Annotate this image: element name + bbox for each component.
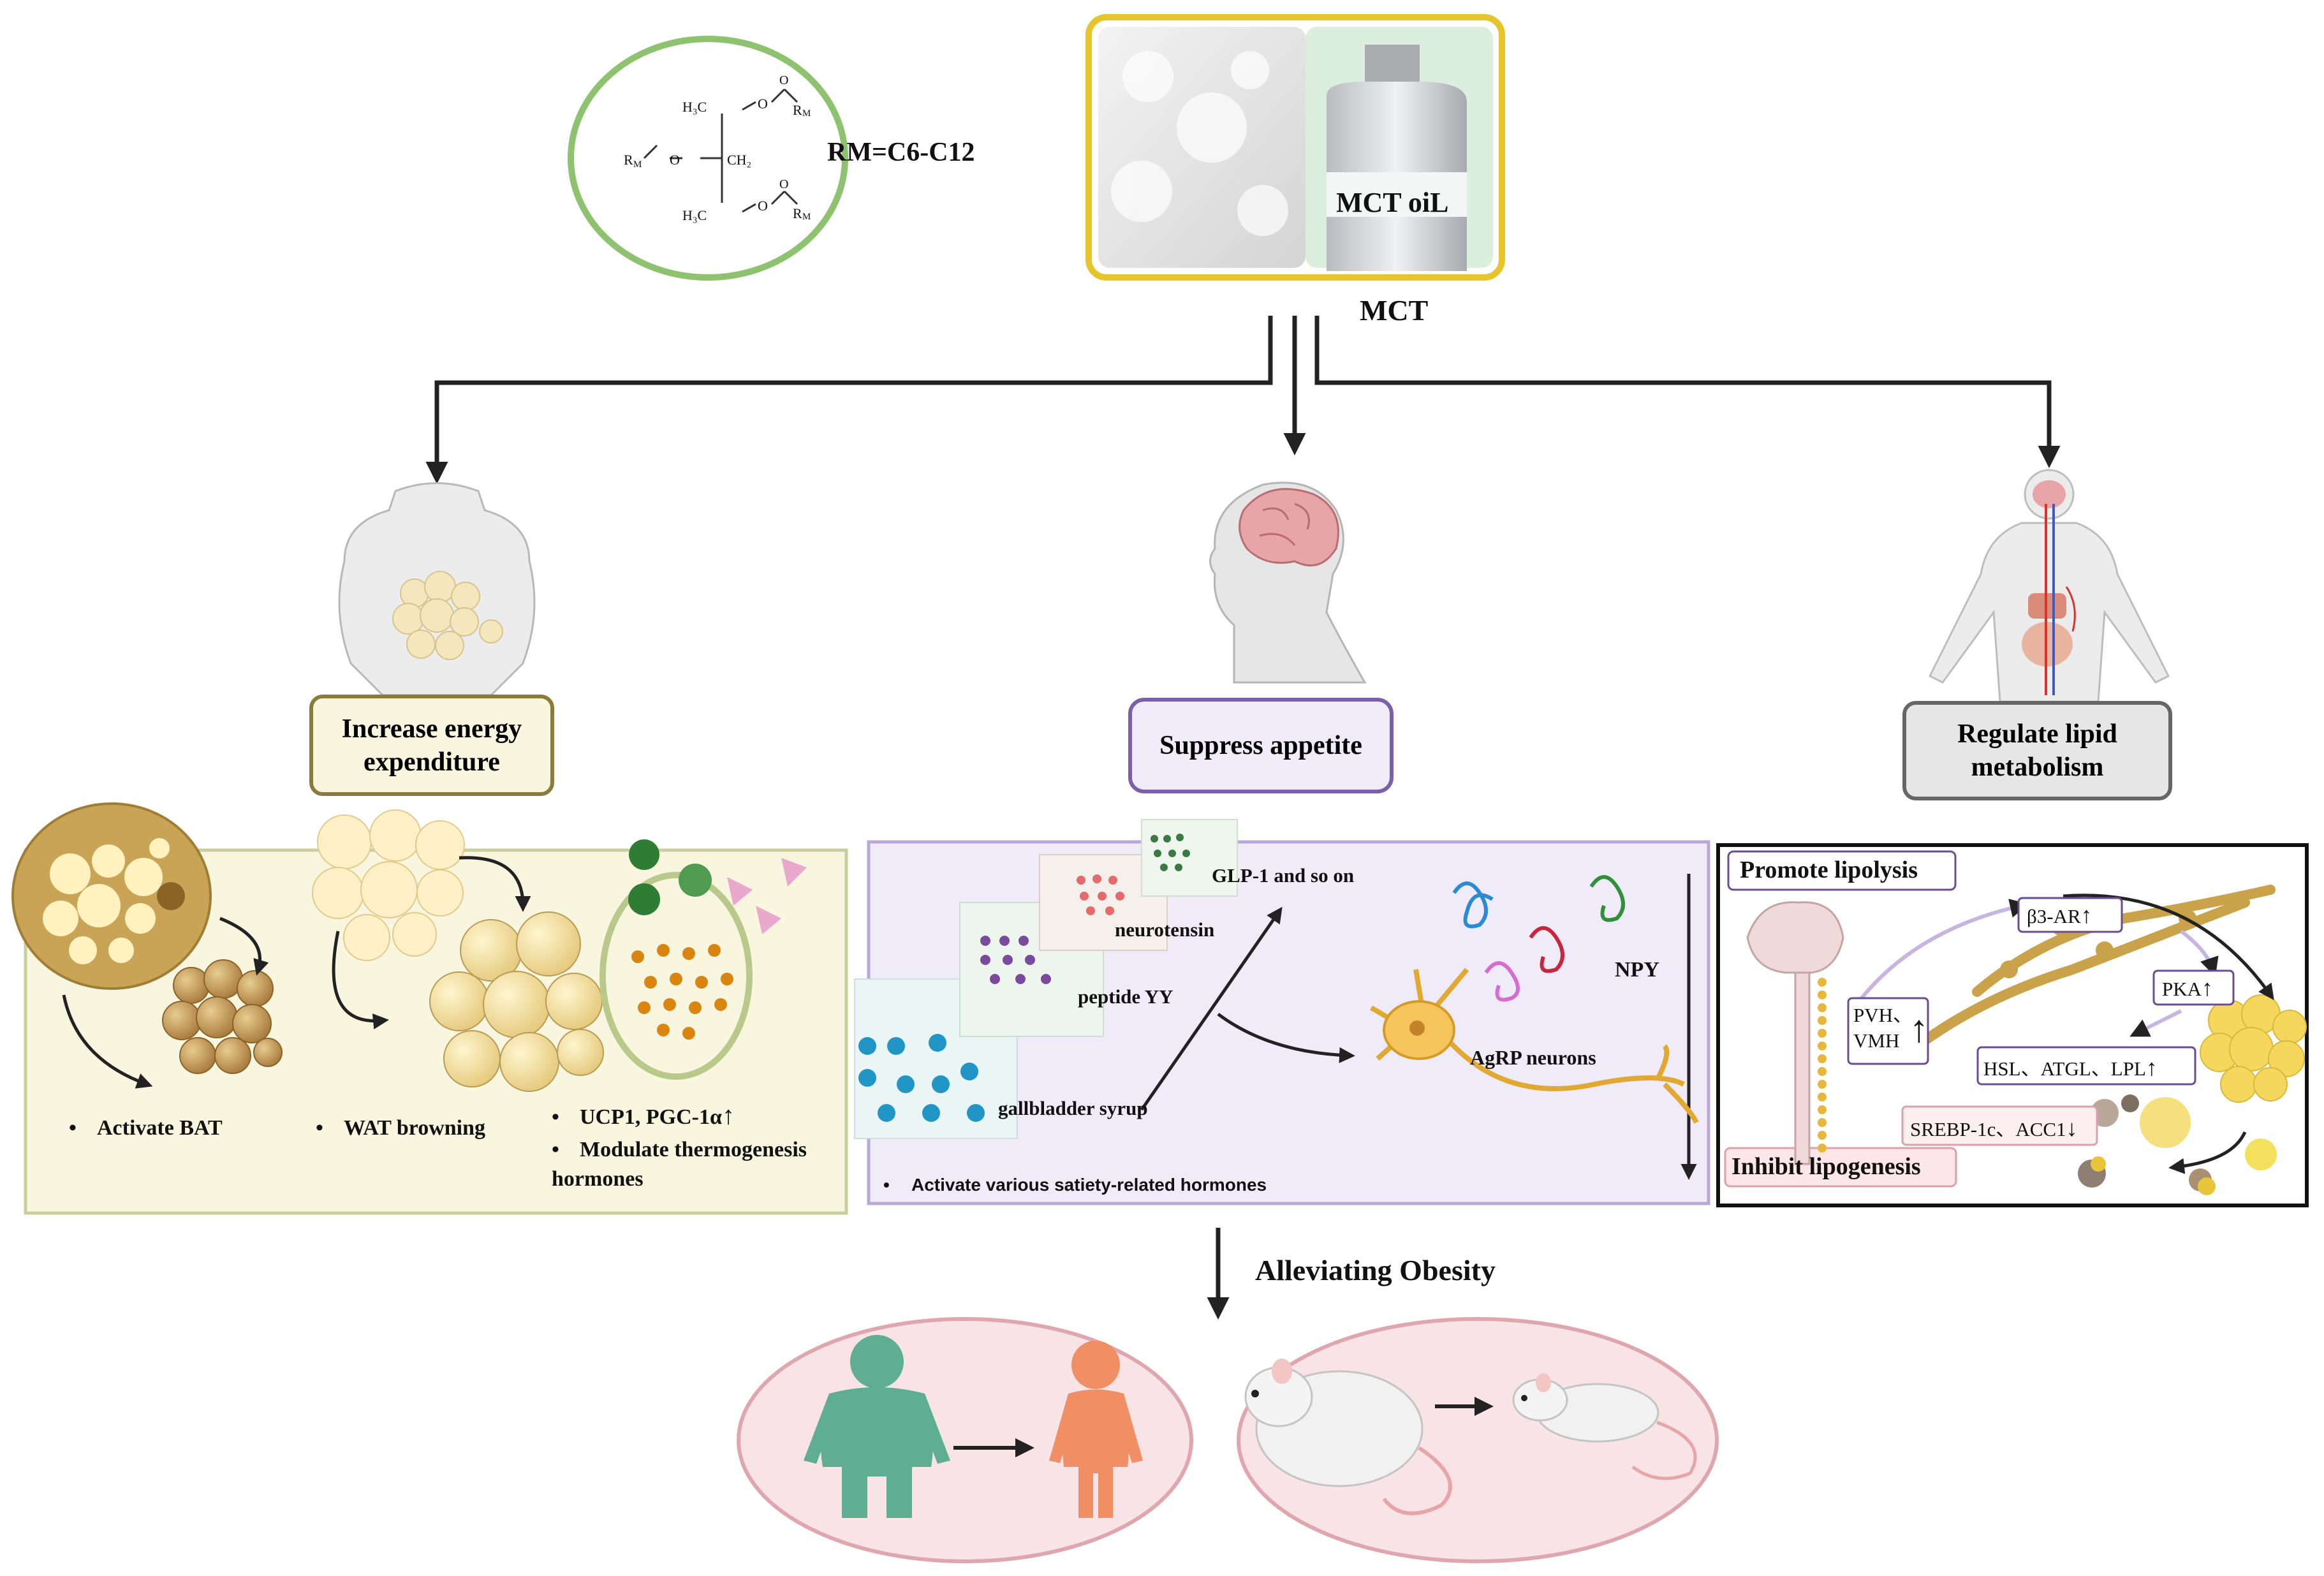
formula-fragment: H₃C [682, 207, 707, 223]
modulate-label: Modulate thermogenesis hormones [552, 1135, 845, 1194]
formula-fragment: O [779, 177, 789, 191]
formula-fragment: M [633, 159, 642, 170]
energy-branch-label: Increase energy expenditure [341, 714, 522, 777]
appetite-panel [854, 819, 1710, 1205]
agrp-label: AgRP neurons [1470, 1046, 1596, 1069]
formula-fragment: R [793, 102, 802, 118]
head-brain-figure [1209, 482, 1367, 684]
mct-title: MCT [1360, 294, 1429, 327]
npy-label: NPY [1615, 958, 1659, 982]
formula-fragment: O [670, 152, 680, 168]
outcome-label: Alleviating Obesity [1255, 1254, 1496, 1286]
formula-fragment: O [758, 96, 768, 112]
wat-browning-label: WAT browning [316, 1116, 485, 1140]
formula-fragment: H₃C [682, 99, 707, 115]
formula-fragment: O [779, 73, 789, 87]
lipid-label-box [1902, 701, 2172, 800]
b3ar-label: β3-AR↑ [2027, 902, 2092, 928]
lipid-panel [1716, 843, 2309, 1207]
hormone-label: neurotensin [1115, 918, 1215, 941]
inhibit-lipogenesis-label: Inhibit lipogenesis [1732, 1153, 1921, 1180]
obese-mouse-icon [1244, 1359, 1452, 1515]
pvh-vmh-label: PVH、VMH [1853, 1004, 1913, 1052]
appetite-label-box [1128, 698, 1394, 793]
formula-ring [568, 36, 848, 281]
hormone-label: peptide YY [1078, 985, 1173, 1008]
brain-spinal-cord [1746, 901, 1844, 1165]
oil-bottle [1327, 45, 1467, 271]
bottle-label: MCT oiL [1336, 187, 1449, 218]
glycerol-skeleton [643, 88, 798, 213]
energy-label-box [309, 695, 554, 796]
formula-fragment: M [802, 212, 811, 222]
obese-body-figure [338, 482, 536, 696]
hormone-label: gallbladder syrup [998, 1097, 1148, 1119]
slim-human-icon [1049, 1341, 1143, 1518]
outcome-panel [737, 1317, 1719, 1563]
hsl-label: HSL、ATGL、LPL↑ [1983, 1055, 2158, 1080]
obese-human-icon [804, 1335, 950, 1518]
rm-label: RM=C6-C12 [827, 138, 975, 167]
formula-fragment: R [624, 152, 633, 168]
ucp1-label: UCP1, PGC-1α↑ [552, 1100, 735, 1130]
npy-peptides [1452, 875, 1625, 1002]
formula-fragment: CH₂ [727, 152, 752, 168]
appetite-footnote: Activate various satiety-related hormone… [883, 1175, 1267, 1195]
activate-bat-label: Activate BAT [69, 1116, 223, 1140]
hormone-label: GLP-1 and so on [1212, 864, 1355, 887]
pvh-up-arrow: ↑ [1909, 1008, 1929, 1050]
formula-fragment: O [758, 198, 768, 214]
branch-arrows [425, 316, 2061, 1320]
mct-picture [1085, 14, 1505, 281]
slim-mouse-icon [1512, 1373, 1697, 1480]
body-organs-figure [1928, 469, 2170, 703]
appetite-branch-label: Suppress appetite [1159, 731, 1362, 760]
pka-label: PKA↑ [2162, 975, 2214, 1001]
lipid-branch-label: Regulate lipid metabolism [1957, 719, 2117, 782]
srebp-label: SREBP-1c、ACC1↓ [1910, 1116, 2078, 1141]
formula-fragment: R [793, 205, 802, 221]
formula-fragment: M [802, 108, 811, 119]
promote-lipolysis-label: Promote lipolysis [1740, 857, 1918, 883]
